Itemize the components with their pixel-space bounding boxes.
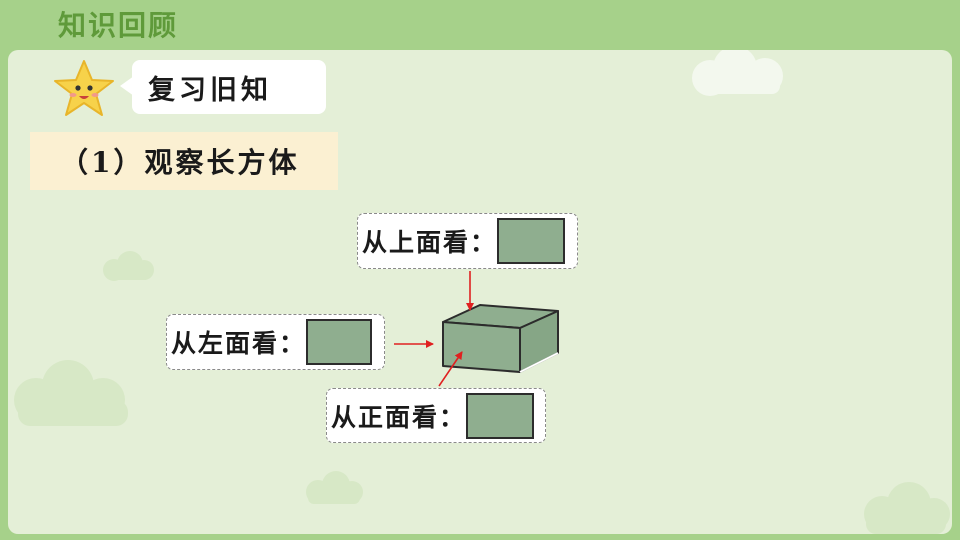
star-mascot-icon xyxy=(54,60,114,116)
cloud-decoration xyxy=(864,482,950,534)
section-label: 复习旧知 xyxy=(132,60,326,114)
arrow-icon xyxy=(438,351,463,387)
section-heading: （1）观察长方体 xyxy=(30,132,338,190)
cloud-decoration xyxy=(103,251,154,281)
front-view-card: 从正面看： xyxy=(326,388,546,443)
cloud-decoration xyxy=(306,471,363,504)
cloud-decoration xyxy=(14,360,128,426)
left-view-label: 从左面看： xyxy=(171,329,307,358)
left-view-rectangle xyxy=(306,319,373,365)
left-view-card: 从左面看： xyxy=(166,314,385,370)
top-view-rectangle xyxy=(497,218,566,264)
top-view-label: 从上面看： xyxy=(362,228,498,257)
cloud-decoration xyxy=(692,50,783,96)
front-view-label: 从正面看： xyxy=(331,402,467,432)
speech-bubble-tail xyxy=(120,76,134,96)
slide-title: 知识回顾 xyxy=(58,9,179,42)
content-panel xyxy=(8,50,952,534)
front-view-rectangle xyxy=(466,392,535,439)
top-view-card: 从上面看： xyxy=(357,213,578,269)
